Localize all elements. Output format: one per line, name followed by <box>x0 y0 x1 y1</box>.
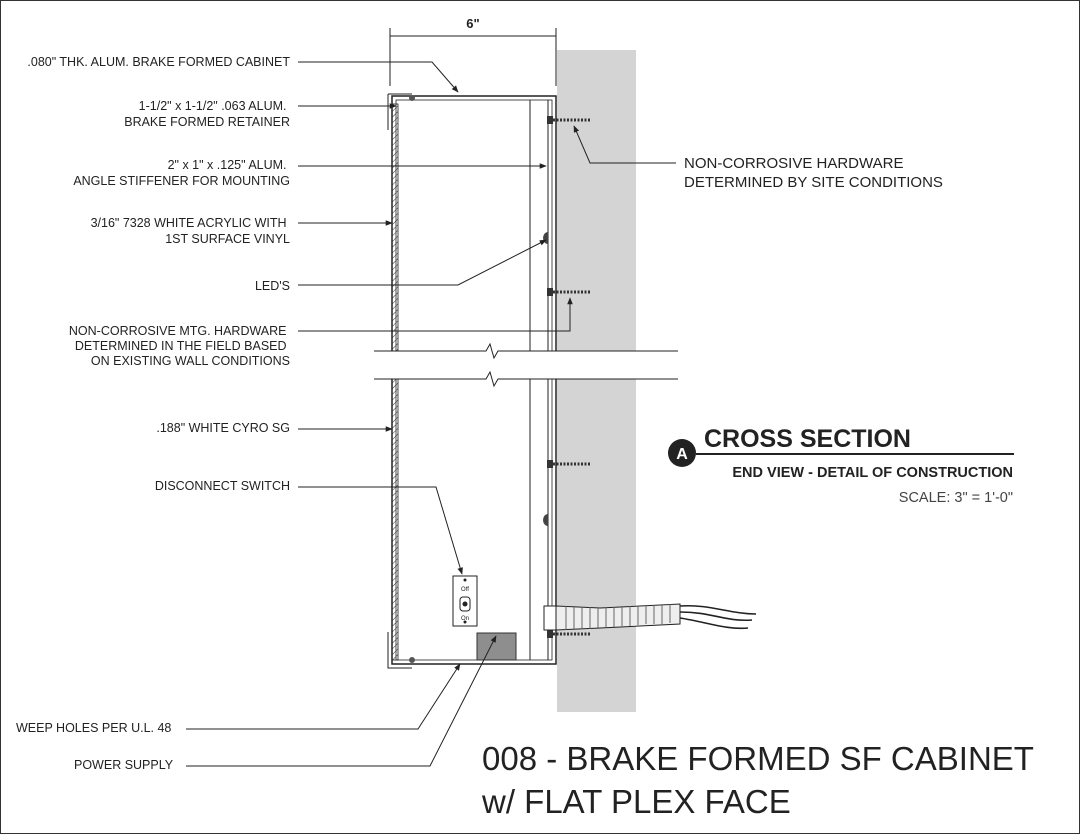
label-site-hardware: NON-CORROSIVE HARDWARE DETERMINED BY SIT… <box>684 155 943 191</box>
label-acrylic: 3/16" 7328 WHITE ACRYLIC WITH 1ST SURFAC… <box>91 216 290 246</box>
left-labels: .080" THK. ALUM. BRAKE FORMED CABINET 1-… <box>16 55 290 772</box>
anchor-1 <box>547 116 590 124</box>
sign-cabinet <box>387 93 557 669</box>
drawing-title-line1: 008 - BRAKE FORMED SF CABINET <box>482 740 1034 777</box>
conduit <box>543 603 757 631</box>
break-line <box>374 342 678 388</box>
power-supply <box>476 632 517 661</box>
anchor-3 <box>547 460 590 468</box>
leaders <box>186 61 676 767</box>
label-cyro: .188" WHITE CYRO SG <box>156 421 290 435</box>
drawing-title-line2: w/ FLAT PLEX FACE <box>481 783 791 820</box>
disconnect-switch: Off On <box>452 575 478 627</box>
label-weep-holes: WEEP HOLES PER U.L. 48 <box>16 721 171 735</box>
width-dimension: 6" <box>389 16 557 86</box>
switch-on-text: On <box>461 616 469 622</box>
label-retainer: 1-1/2" x 1-1/2" .063 ALUM. BRAKE FORMED … <box>124 99 290 129</box>
label-cabinet: .080" THK. ALUM. BRAKE FORMED CABINET <box>27 55 290 69</box>
switch-off-text: Off <box>461 587 469 593</box>
label-mtg-hardware: NON-CORROSIVE MTG. HARDWARE DETERMINED I… <box>69 324 290 368</box>
section-subtitle: END VIEW - DETAIL OF CONSTRUCTION <box>732 465 1013 481</box>
label-power-supply: POWER SUPPLY <box>74 758 174 772</box>
dimension-label: 6" <box>466 16 479 31</box>
wall-anchors <box>547 116 590 638</box>
anchor-4 <box>547 630 590 638</box>
label-stiffener: 2" x 1" x .125" ALUM. ANGLE STIFFENER FO… <box>73 158 290 188</box>
anchor-2 <box>547 288 590 296</box>
section-marker-letter: A <box>676 446 688 463</box>
section-title: CROSS SECTION <box>704 425 911 453</box>
section-scale: SCALE: 3" = 1'-0" <box>899 490 1013 506</box>
wall <box>557 50 636 712</box>
label-disconnect: DISCONNECT SWITCH <box>155 479 290 493</box>
acrylic-face <box>391 103 399 661</box>
section-marker <box>668 439 696 467</box>
label-leds: LED'S <box>255 279 290 293</box>
section-callout: A CROSS SECTION END VIEW - DETAIL OF CON… <box>668 425 1014 506</box>
